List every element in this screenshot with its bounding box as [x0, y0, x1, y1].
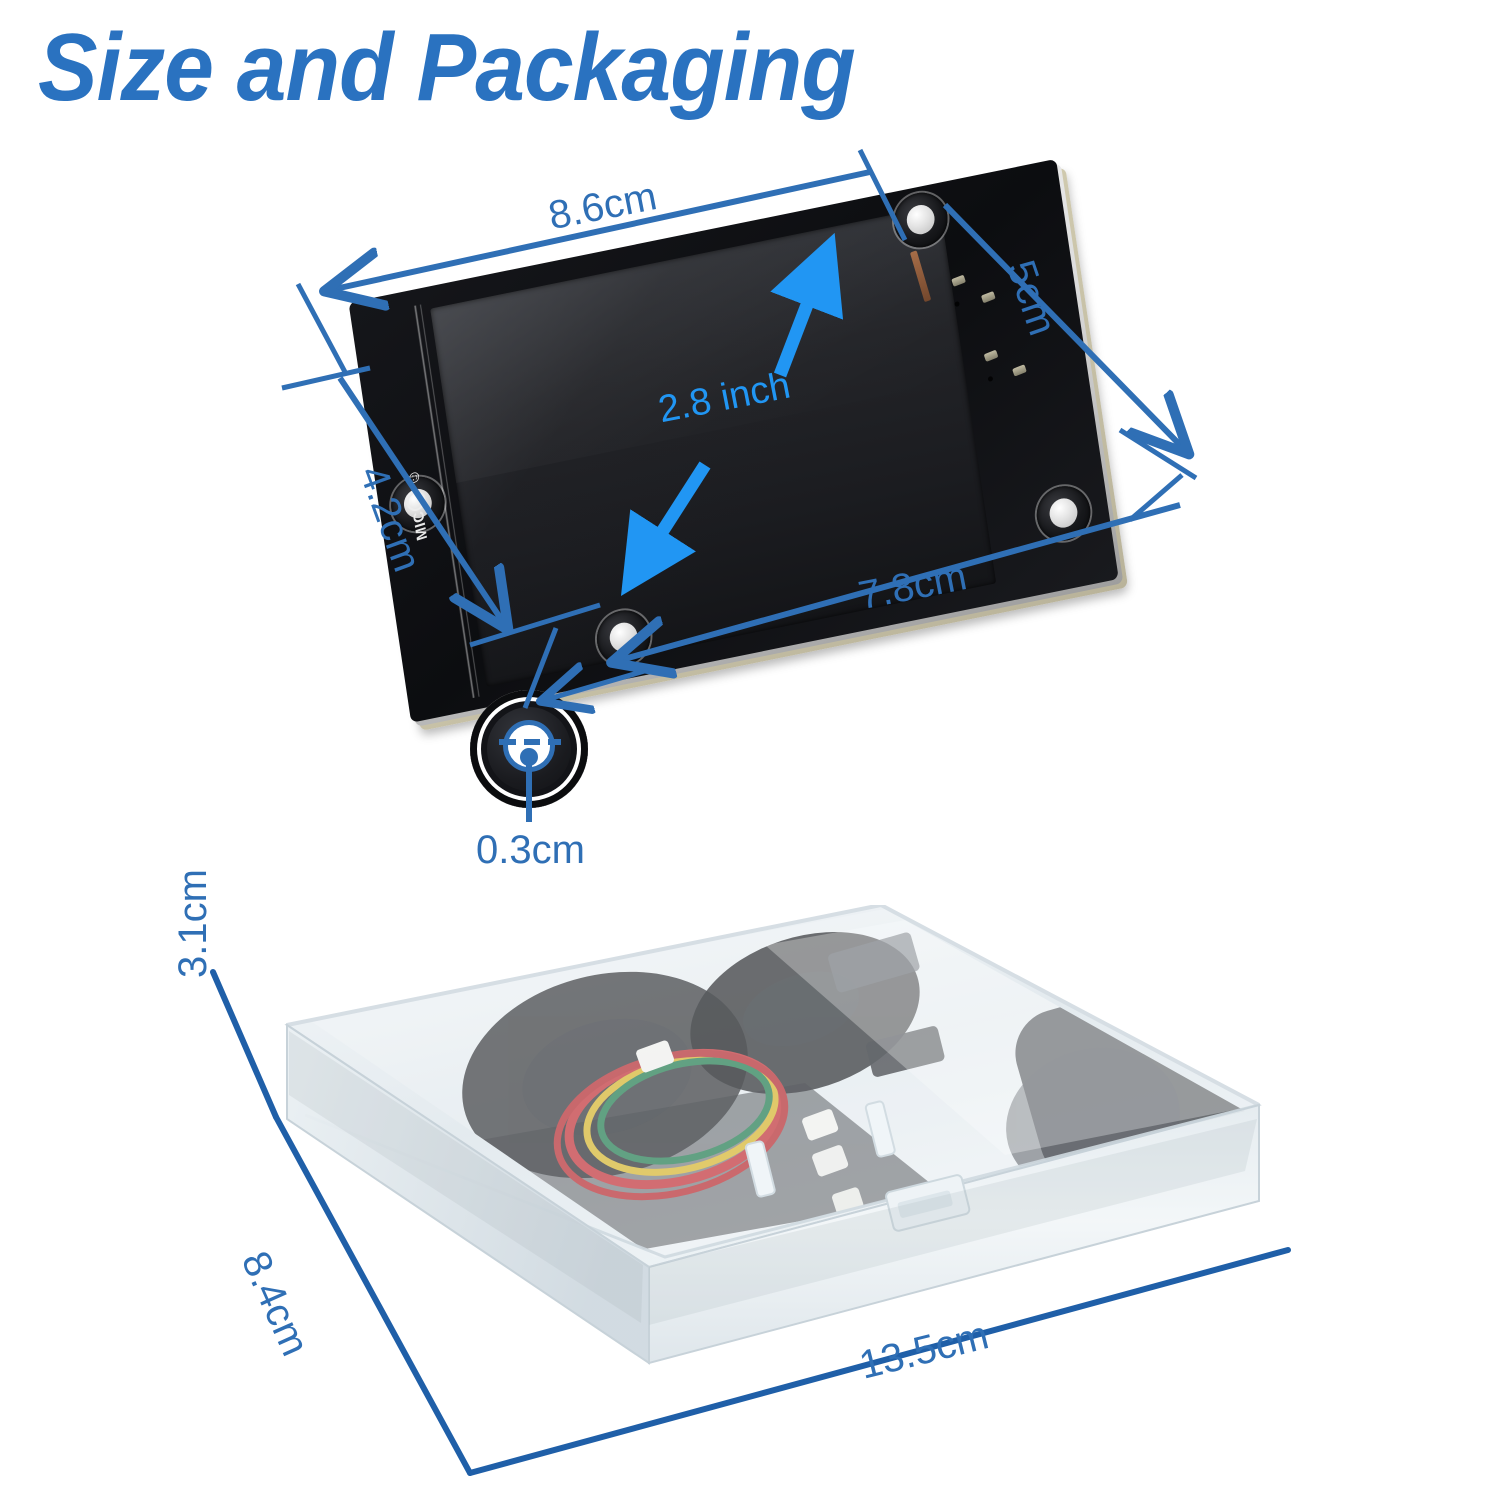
- dimension-label-0-3cm: 0.3cm: [476, 828, 585, 872]
- smd-pad: [983, 349, 999, 362]
- screen-reflection: [430, 205, 966, 483]
- module-front-face: MIC ☺: [348, 158, 1119, 723]
- callout-diameter-highlight: [503, 720, 555, 772]
- ext-line-8-6-left: [295, 282, 348, 374]
- packaging-box-photo: [245, 905, 1290, 1425]
- lcd-screen: [430, 205, 997, 688]
- screw-hole-magnified-callout: [470, 690, 588, 808]
- box-illustration: [284, 905, 1262, 1365]
- dimension-label-3-1cm: 3.1cm: [171, 869, 215, 978]
- smd-pad: [951, 274, 966, 287]
- pcb-via: [987, 375, 994, 382]
- pcb-via: [954, 301, 960, 308]
- screw-hole-bottom-right: [1033, 481, 1095, 546]
- page-title: Size and Packaging: [38, 14, 856, 121]
- manufacturer-logo-icon: ☺: [403, 466, 424, 490]
- dimension-label-8-6cm: 8.6cm: [545, 174, 661, 239]
- smd-pad: [980, 291, 996, 304]
- ext-line-7-8-right: [1128, 473, 1184, 522]
- smd-pad: [1012, 364, 1027, 377]
- display-module-photo: MIC ☺: [348, 157, 1129, 732]
- ext-line-4-2-top: [281, 365, 371, 391]
- ext-line-5-bottom: [1118, 427, 1198, 481]
